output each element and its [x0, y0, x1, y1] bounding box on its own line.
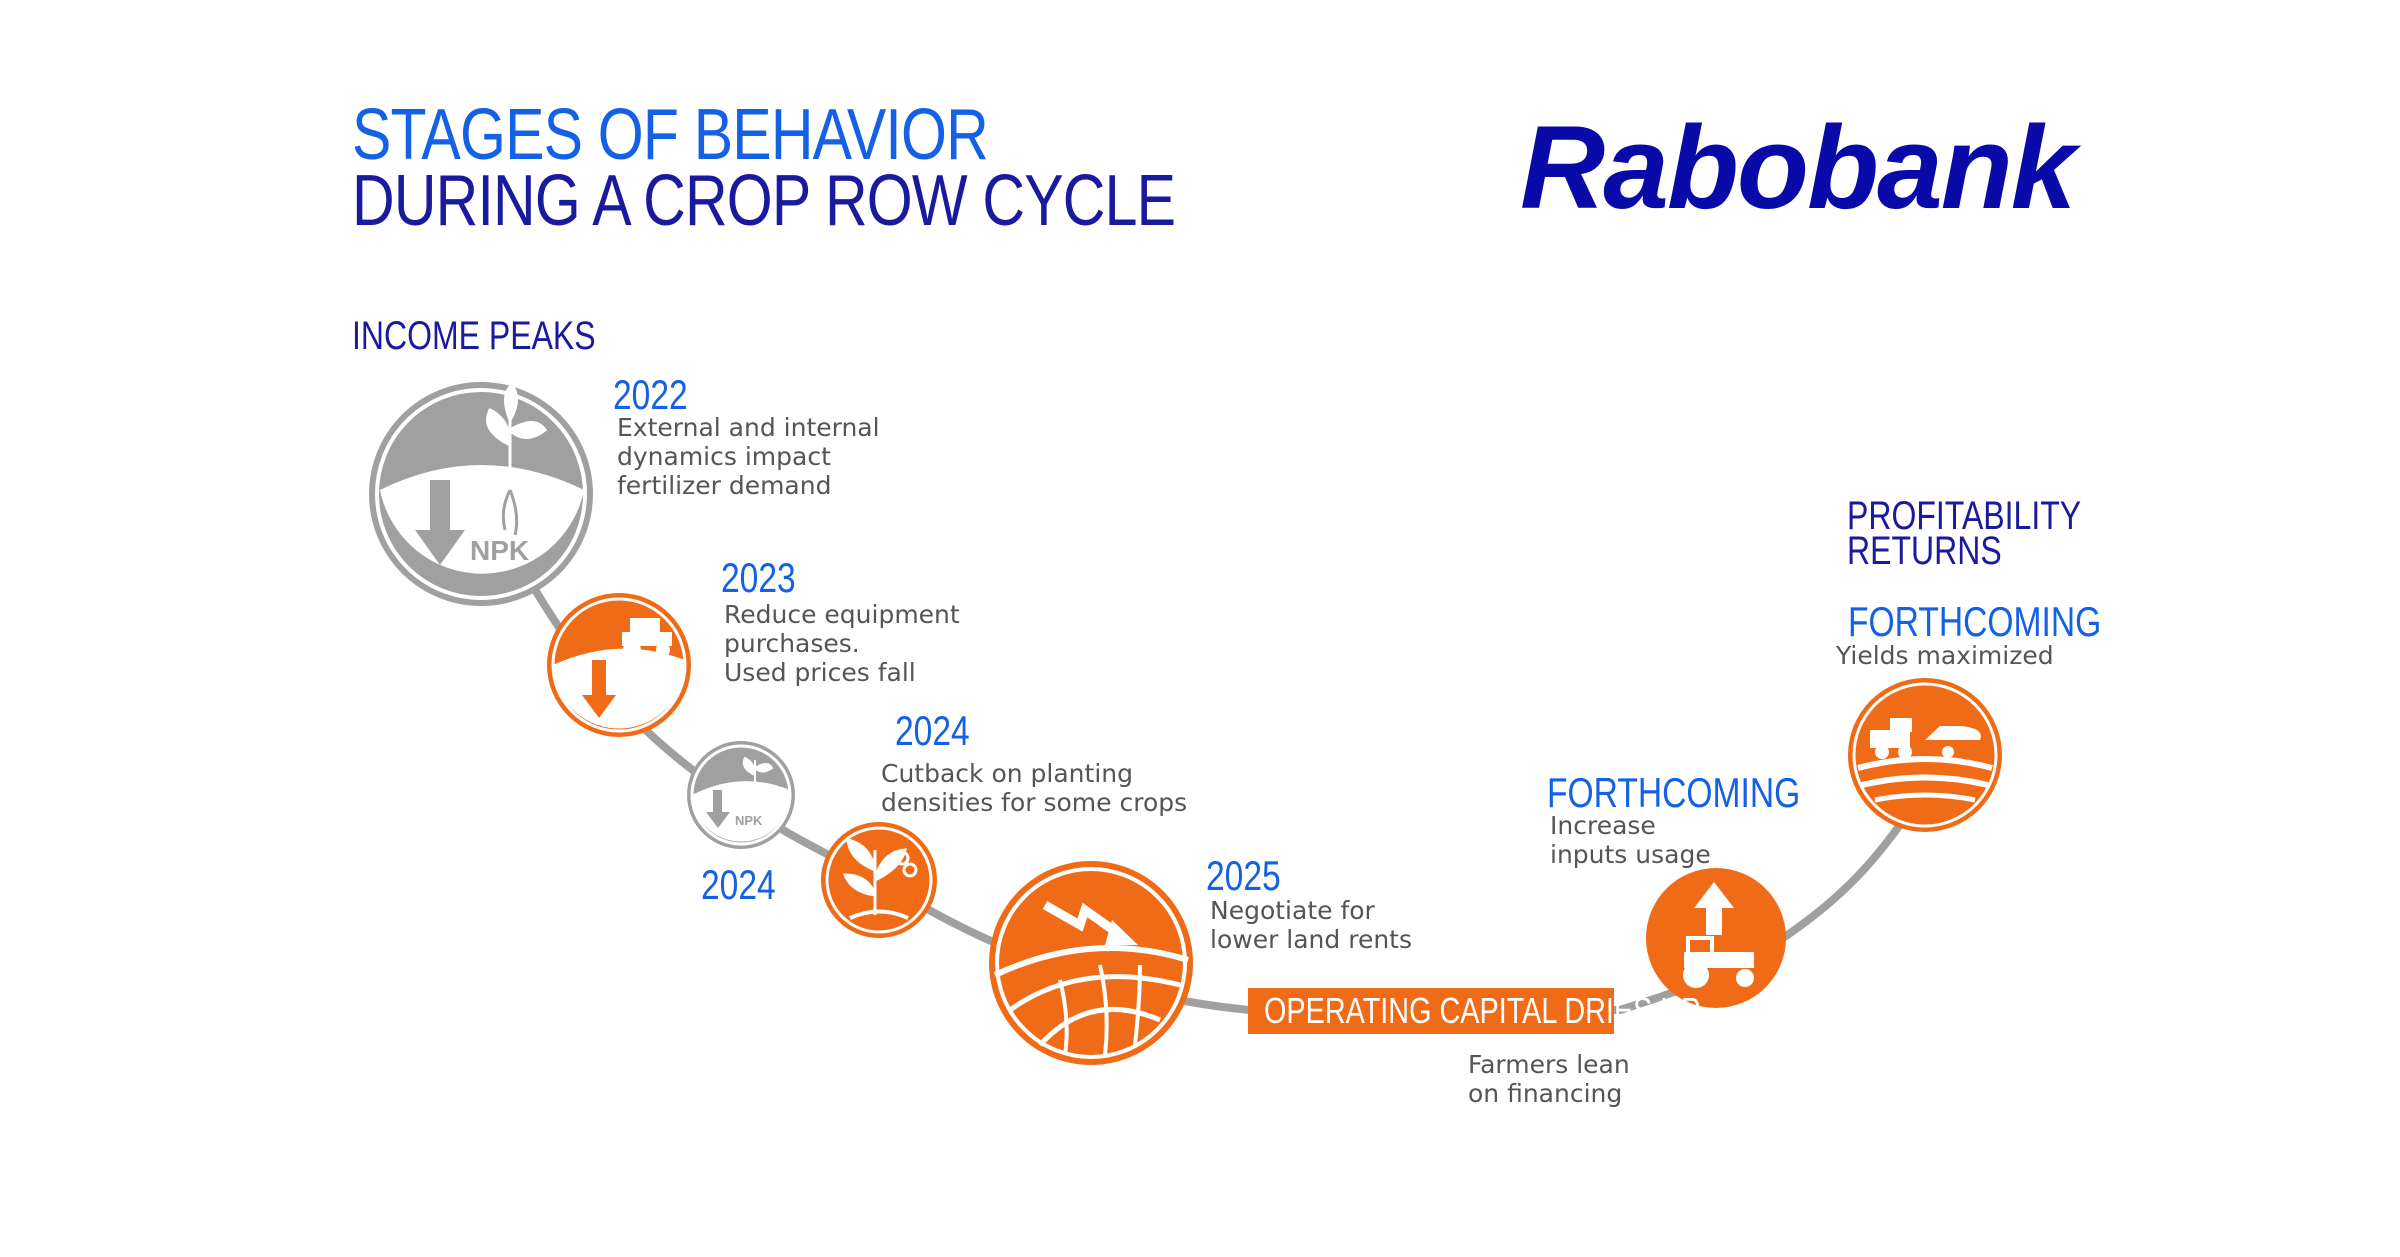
- tractor-up-icon: [1646, 868, 1786, 1008]
- rabobank-logo: Rabobank: [1520, 102, 2076, 234]
- stage-year-2024-fertilizer: 2024: [701, 861, 776, 908]
- plant-cutting-icon: [821, 822, 937, 938]
- phase-label-profitability-line2: RETURNS: [1847, 529, 2002, 573]
- field-decline-icon: [989, 861, 1193, 1065]
- fertilizer-npk-down-icon: NPK: [369, 382, 593, 606]
- stage-year-2022: 2022: [613, 371, 688, 418]
- stage-desc-forthcoming-yields: Yields maximized: [1836, 641, 2054, 670]
- tractor-down-icon: [547, 593, 691, 737]
- title-line-2: DURING A CROP ROW CYCLE: [352, 161, 1176, 241]
- banner-label: OPERATING CAPITAL DRIES UP: [1264, 990, 1701, 1031]
- stage-desc-2025: Negotiate for lower land rents: [1210, 896, 1413, 954]
- banner-desc: Farmers lean on financing: [1468, 1050, 1630, 1108]
- fertilizer-npk-small-icon: NPK: [687, 741, 795, 849]
- phase-label-income-peaks: INCOME PEAKS: [352, 314, 596, 358]
- title-line-1: STAGES OF BEHAVIOR: [352, 95, 989, 175]
- stage-desc-forthcoming-inputs: Increase inputs usage: [1550, 811, 1711, 869]
- stage-year-2025: 2025: [1206, 852, 1281, 899]
- operating-capital-banner: OPERATING CAPITAL DRIES UP: [1248, 988, 1700, 1034]
- stage-year-forthcoming-inputs: FORTHCOMING: [1547, 769, 1801, 816]
- stage-year-2024-planting: 2024: [895, 707, 970, 754]
- stage-desc-2024-planting: Cutback on planting densities for some c…: [881, 759, 1188, 817]
- stage-desc-2023: Reduce equipment purchases. Used prices …: [724, 600, 960, 687]
- svg-text:NPK: NPK: [735, 813, 763, 828]
- stage-year-2023: 2023: [721, 554, 796, 601]
- stage-year-forthcoming-yields: FORTHCOMING: [1848, 598, 2102, 645]
- svg-text:NPK: NPK: [470, 535, 529, 566]
- phase-label-profitability-line1: PROFITABILITY: [1847, 494, 2082, 538]
- stage-desc-2022: External and internal dynamics impact fe…: [617, 413, 880, 500]
- truck-boat-leisure-icon: [1848, 678, 2002, 832]
